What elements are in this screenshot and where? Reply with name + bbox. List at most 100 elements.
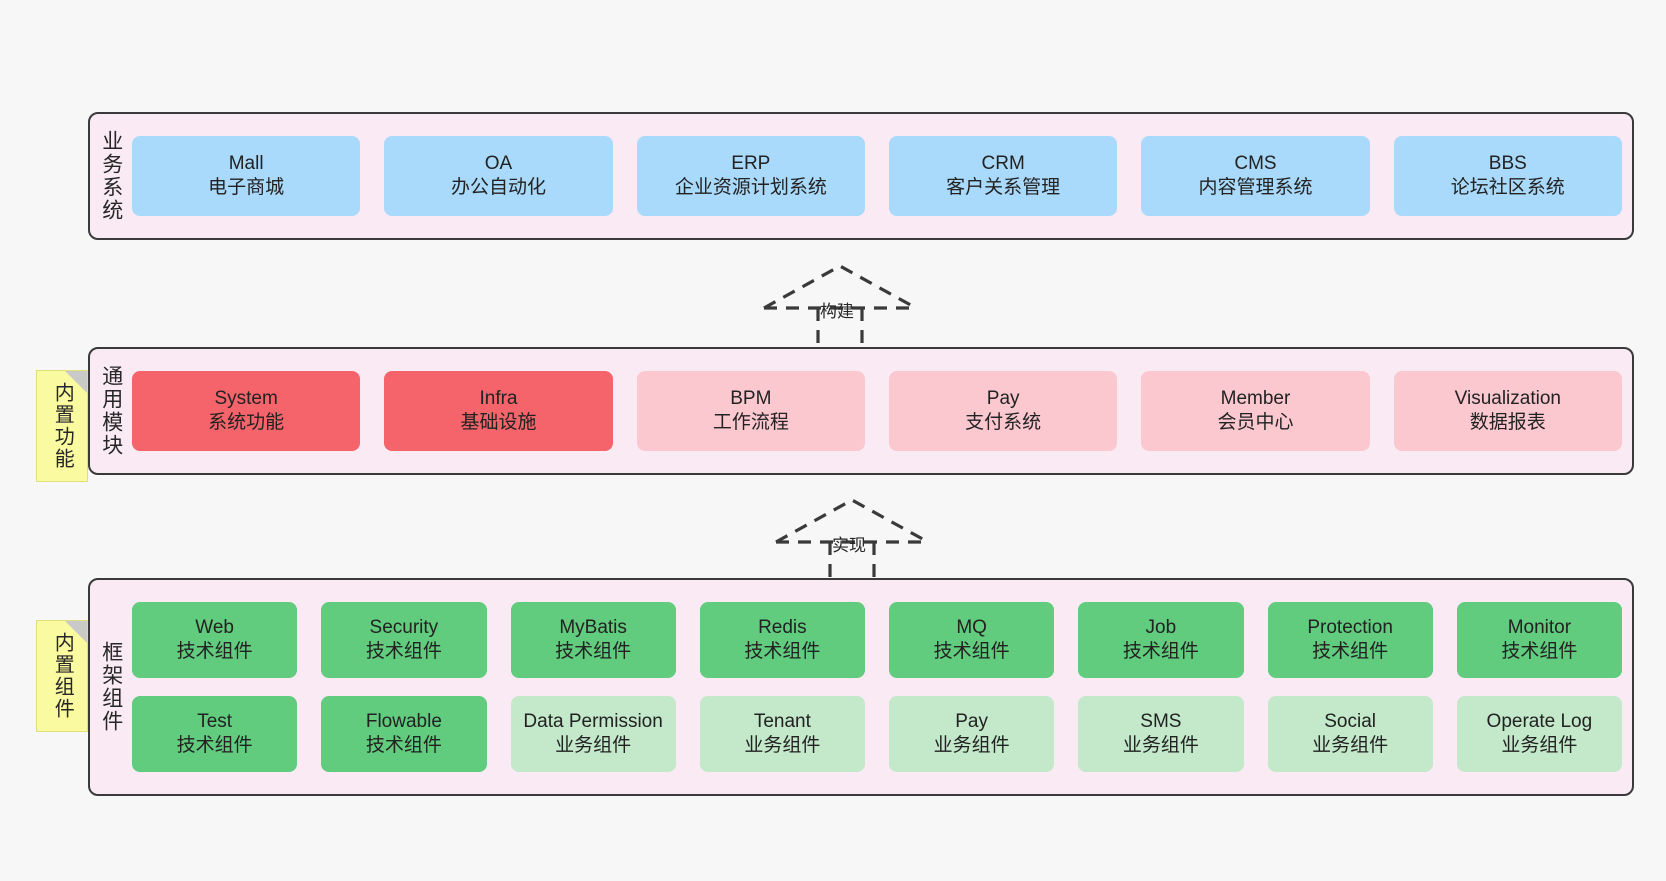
card-subtitle: 会员中心	[1217, 412, 1294, 433]
card-title: OA	[484, 152, 513, 174]
card-subtitle: 内容管理系统	[1198, 177, 1313, 198]
card-title: System	[214, 387, 278, 409]
card-bbs[interactable]: BBS 论坛社区系统	[1393, 136, 1622, 216]
card-title: Flowable	[365, 710, 442, 732]
card-subtitle: 技术组件	[365, 735, 442, 756]
card-subtitle: 工作流程	[712, 412, 789, 433]
card-title: BPM	[730, 387, 772, 409]
card-title: Pay	[986, 387, 1020, 409]
card-redis[interactable]: Redis 技术组件	[699, 602, 865, 678]
card-title: Visualization	[1454, 387, 1561, 409]
card-cms[interactable]: CMS 内容管理系统	[1141, 136, 1370, 216]
card-title: Social	[1324, 710, 1376, 732]
sticky-note-builtin-features: 内置功能	[36, 370, 88, 482]
card-infra[interactable]: Infra 基础设施	[384, 371, 613, 451]
card-subtitle: 业务组件	[1312, 735, 1389, 756]
sticky-note-builtin-features-label: 内置功能	[51, 382, 74, 470]
card-title: Protection	[1307, 616, 1393, 638]
card-title: Mall	[228, 152, 264, 174]
card-subtitle: 技术组件	[1312, 641, 1389, 662]
card-subtitle: 技术组件	[176, 735, 253, 756]
section-title-common-modules: 通用模块	[99, 365, 123, 457]
card-monitor[interactable]: Monitor 技术组件	[1456, 602, 1622, 678]
card-subtitle: 电子商城	[208, 177, 285, 198]
card-subtitle: 业务组件	[933, 735, 1010, 756]
card-visualization[interactable]: Visualization 数据报表	[1393, 371, 1622, 451]
card-title: Job	[1145, 616, 1177, 638]
card-subtitle: 数据报表	[1469, 412, 1546, 433]
card-title: Pay	[955, 710, 988, 732]
card-protection[interactable]: Protection 技术组件	[1267, 602, 1433, 678]
card-subtitle: 技术组件	[933, 641, 1010, 662]
sticky-note-builtin-components: 内置组件	[36, 620, 88, 732]
card-title: Security	[369, 616, 439, 638]
card-title: Infra	[479, 387, 518, 409]
card-subtitle: 技术组件	[1122, 641, 1199, 662]
card-title: Tenant	[753, 710, 811, 732]
card-subtitle: 业务组件	[1501, 735, 1578, 756]
card-mq[interactable]: MQ 技术组件	[889, 602, 1055, 678]
card-pay[interactable]: Pay 业务组件	[889, 696, 1055, 772]
section-common-modules: 通用模块 System 系统功能 Infra 基础设施 BPM 工作流程 Pay 支付系统 Me…	[88, 347, 1634, 475]
card-flowable[interactable]: Flowable 技术组件	[321, 696, 487, 772]
card-subtitle: 支付系统	[965, 412, 1042, 433]
card-title: CRM	[981, 152, 1025, 174]
card-mall[interactable]: Mall 电子商城	[132, 136, 361, 216]
card-job[interactable]: Job 技术组件	[1078, 602, 1244, 678]
card-test[interactable]: Test 技术组件	[132, 696, 298, 772]
card-subtitle: 论坛社区系统	[1450, 177, 1565, 198]
card-subtitle: 技术组件	[555, 641, 632, 662]
card-subtitle: 技术组件	[176, 641, 253, 662]
card-subtitle: 业务组件	[744, 735, 821, 756]
card-title: Monitor	[1507, 616, 1572, 638]
card-oa[interactable]: OA 办公自动化	[384, 136, 613, 216]
card-title: ERP	[731, 152, 771, 174]
connector-build: 构建	[750, 262, 930, 358]
card-subtitle: 办公自动化	[450, 177, 546, 198]
note-fold-icon	[65, 371, 87, 393]
connector-implement-label: 实现	[832, 536, 866, 555]
card-title: CMS	[1234, 152, 1277, 174]
section-title-business-systems: 业务系统	[99, 130, 123, 222]
card-title: Redis	[758, 616, 807, 638]
card-subtitle: 业务组件	[1122, 735, 1199, 756]
card-subtitle: 基础设施	[460, 412, 537, 433]
card-title: MQ	[956, 616, 987, 638]
card-title: Test	[197, 710, 233, 732]
card-pay[interactable]: Pay 支付系统	[888, 371, 1118, 451]
card-data-permission[interactable]: Data Permission 业务组件	[510, 696, 676, 772]
card-system[interactable]: System 系统功能	[132, 371, 361, 451]
connector-build-label: 构建	[820, 302, 854, 321]
card-title: Data Permission	[523, 710, 663, 732]
card-social[interactable]: Social 业务组件	[1267, 696, 1433, 772]
card-tenant[interactable]: Tenant 业务组件	[699, 696, 865, 772]
card-erp[interactable]: ERP 企业资源计划系统	[636, 136, 865, 216]
card-title: BBS	[1488, 152, 1527, 174]
card-subtitle: 企业资源计划系统	[674, 177, 827, 198]
card-title: SMS	[1140, 710, 1182, 732]
card-subtitle: 业务组件	[555, 735, 632, 756]
card-subtitle: 技术组件	[744, 641, 821, 662]
card-sms[interactable]: SMS 业务组件	[1078, 696, 1244, 772]
section-title-framework-components: 框架组件	[99, 641, 123, 733]
card-bpm[interactable]: BPM 工作流程	[636, 371, 865, 451]
card-security[interactable]: Security 技术组件	[321, 602, 487, 678]
card-subtitle: 技术组件	[1501, 641, 1578, 662]
card-subtitle: 技术组件	[365, 641, 442, 662]
note-fold-icon	[65, 621, 87, 643]
card-subtitle: 系统功能	[208, 412, 285, 433]
sticky-note-builtin-components-label: 内置组件	[51, 632, 74, 720]
